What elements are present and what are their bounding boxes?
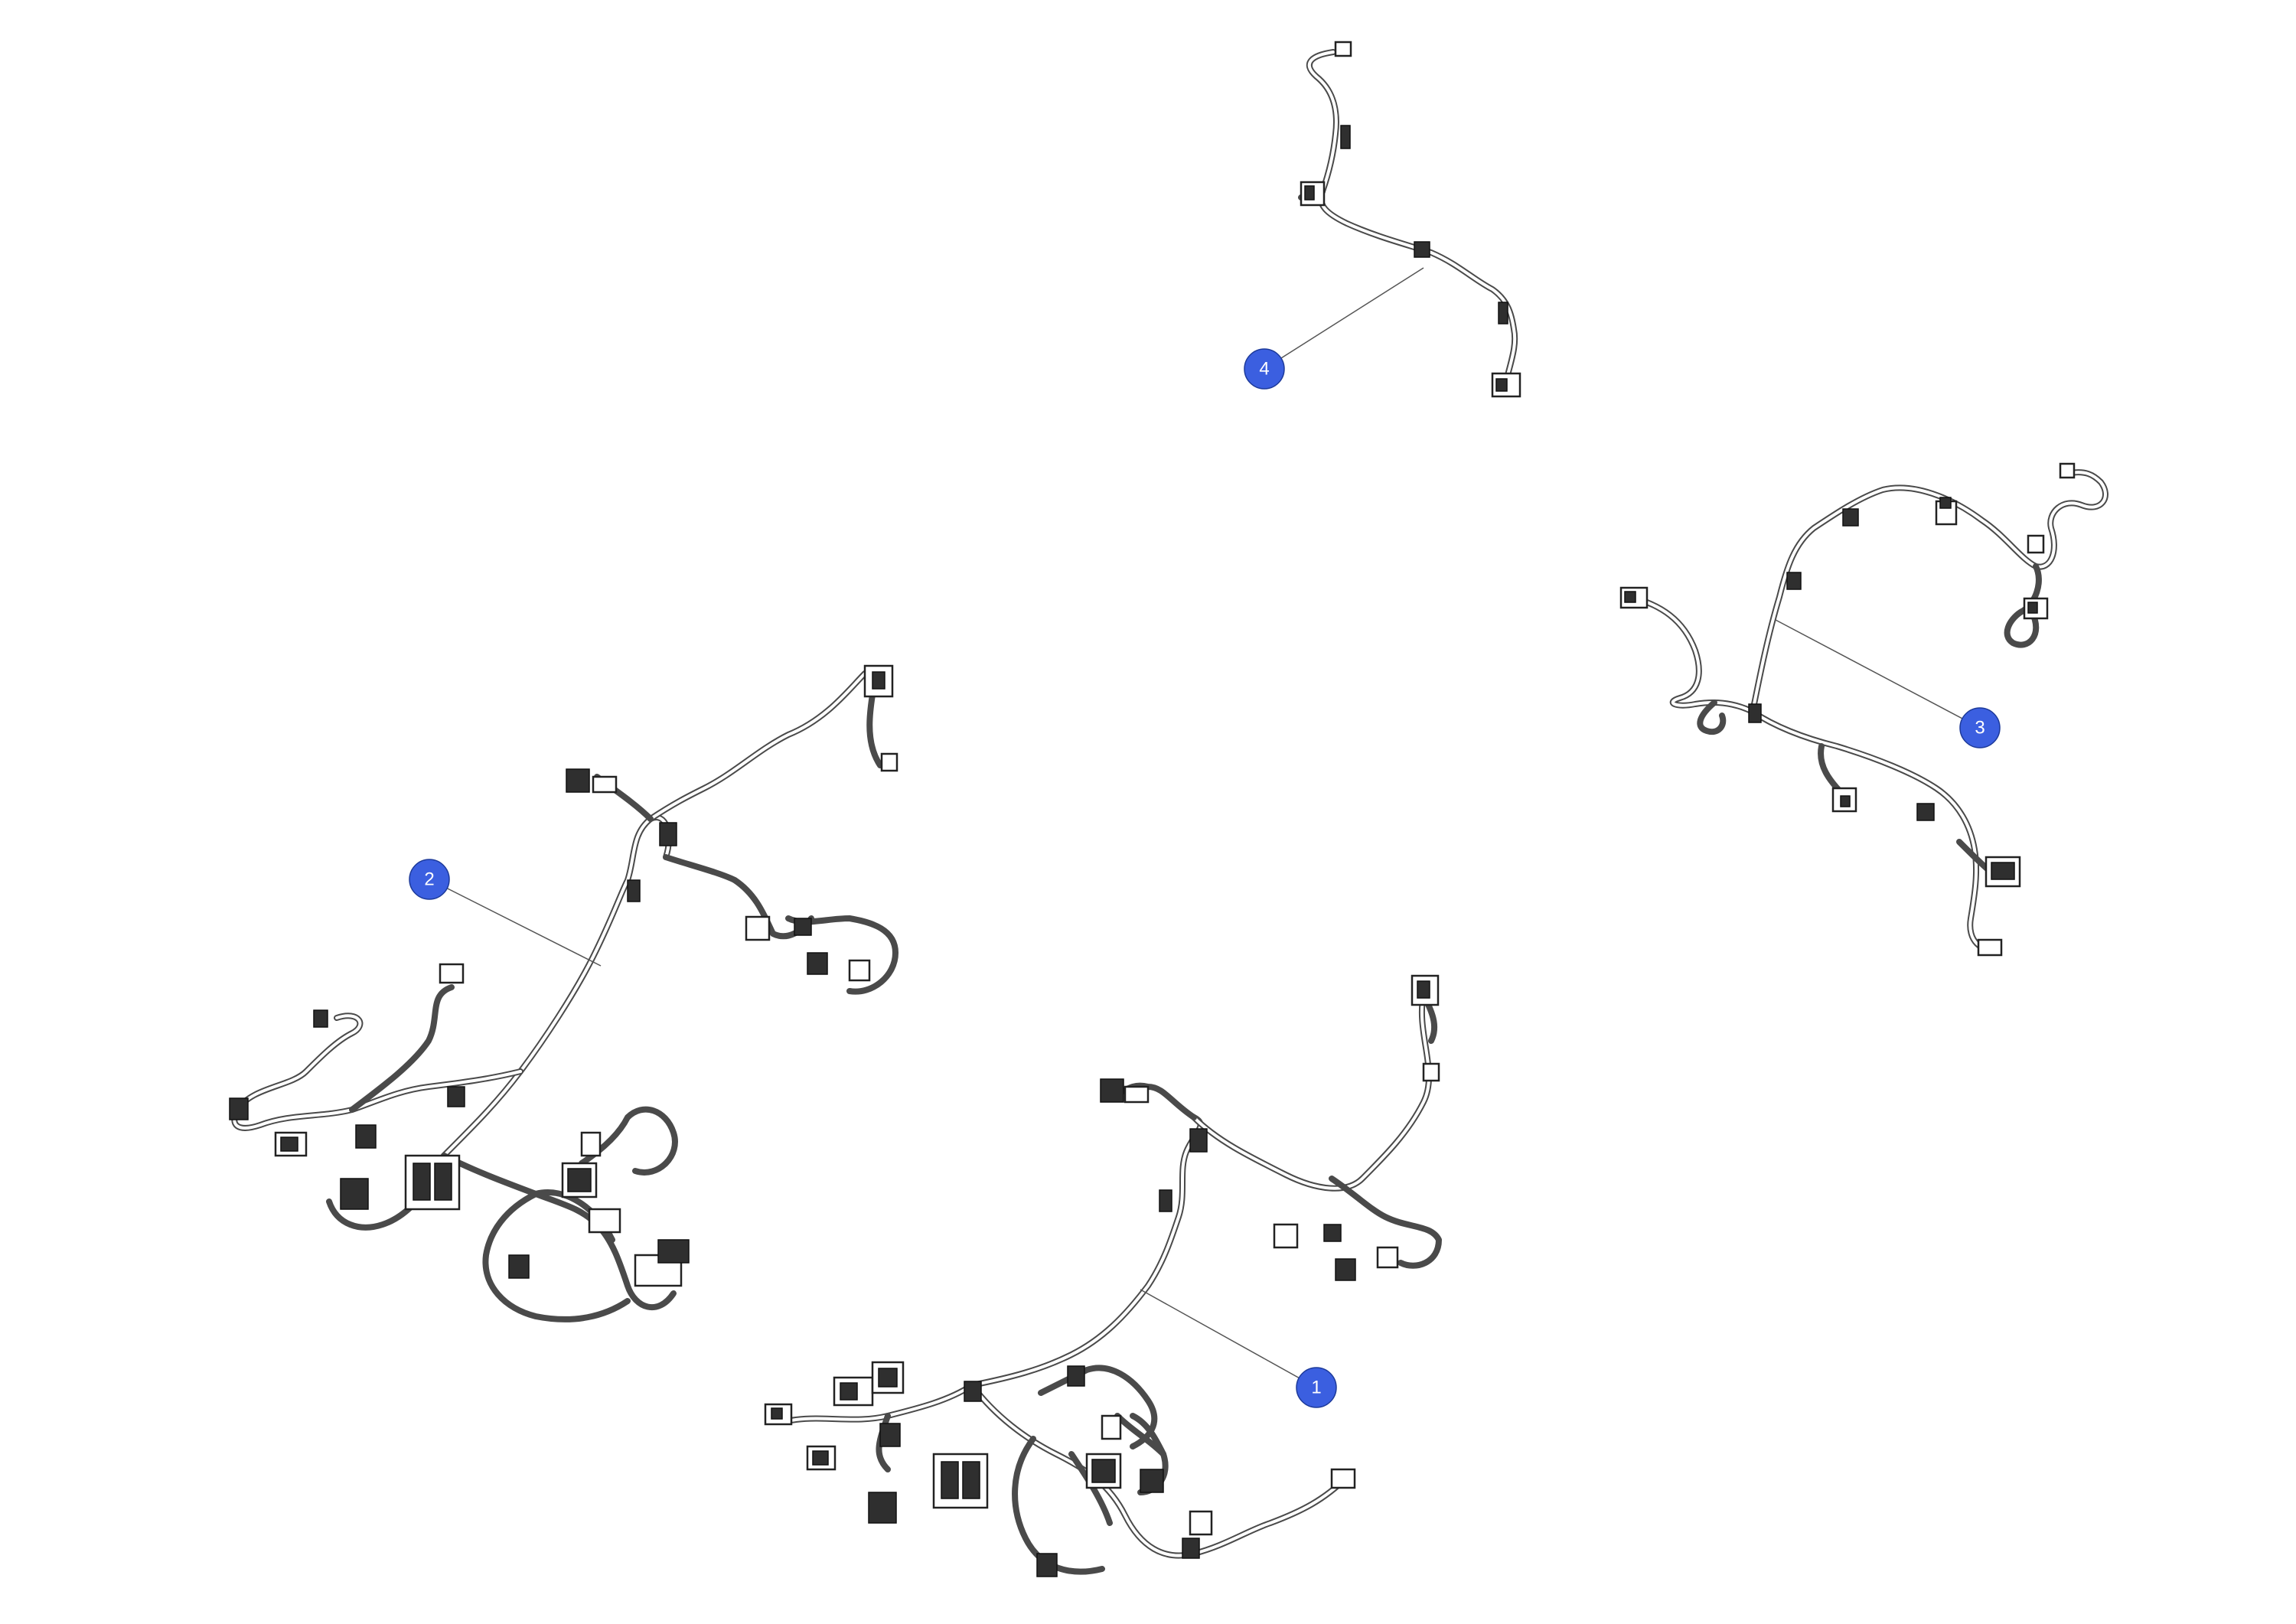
connector-clip: [1189, 1128, 1208, 1153]
connector: [807, 952, 828, 975]
connector: [1977, 938, 2003, 957]
connector-clip: [964, 1381, 982, 1402]
callout-label: 2: [424, 869, 434, 890]
connector: [806, 1445, 837, 1471]
connector: [868, 1492, 897, 1524]
callout-2: [409, 859, 450, 900]
connector-clip: [1340, 125, 1351, 149]
harness-3: [1619, 462, 2108, 957]
callout-3: [1959, 707, 2001, 748]
callout-1: [1296, 1367, 1337, 1408]
connector: [1189, 1510, 1213, 1536]
connector: [566, 768, 590, 793]
connector: [1124, 1085, 1150, 1104]
connector: [313, 1009, 328, 1028]
harness-4: [1298, 41, 1521, 398]
connector: [657, 1239, 690, 1264]
leader-line: [1140, 1289, 1316, 1388]
connector-clip: [1323, 1224, 1342, 1242]
connector: [508, 1254, 530, 1279]
connector: [2027, 534, 2045, 554]
connector: [1140, 1469, 1164, 1493]
connector-clip: [447, 1086, 465, 1107]
connector: [745, 915, 771, 941]
leader-line: [1775, 619, 1979, 728]
connector: [2059, 462, 2076, 479]
connector-clip: [659, 822, 677, 846]
connector-clip: [627, 879, 641, 902]
leader-line: [430, 879, 602, 967]
connector: [439, 963, 465, 984]
connector-clip: [1916, 803, 1935, 821]
connector: [588, 1208, 621, 1234]
connector: [1376, 1246, 1399, 1269]
callout-label: 4: [1259, 359, 1269, 380]
callout-label: 3: [1975, 718, 1985, 739]
leader-line: [1266, 267, 1424, 368]
connector-clip: [1498, 302, 1508, 324]
connector: [880, 752, 899, 772]
connector: [1334, 41, 1352, 57]
connector: [848, 959, 871, 982]
connector: [1335, 1258, 1356, 1281]
connector: [340, 1178, 369, 1210]
connector-clip: [1182, 1538, 1200, 1559]
connector: [1422, 1062, 1440, 1082]
connector: [1100, 1078, 1124, 1103]
connector: [1273, 1223, 1299, 1249]
callout-group-3: 3: [1775, 619, 2001, 748]
connector: [1036, 1553, 1058, 1577]
connector: [863, 664, 894, 698]
callout-group-4: 4: [1244, 267, 1424, 390]
connector-clip: [1842, 508, 1859, 527]
harness-1: [764, 974, 1442, 1577]
callout-group-2: 2: [409, 859, 602, 967]
connector: [580, 1131, 602, 1157]
callout-4: [1244, 348, 1285, 390]
connector-clip: [1748, 703, 1762, 723]
connector-clip: [1786, 572, 1802, 590]
connector-clip: [1067, 1365, 1085, 1387]
connector-clip: [1414, 241, 1430, 258]
connector: [355, 1124, 377, 1149]
connector: [1101, 1414, 1122, 1440]
callout-group-1: 1: [1140, 1289, 1337, 1408]
connector: [1330, 1468, 1356, 1489]
connector: [229, 1097, 249, 1120]
connector: [879, 1423, 901, 1447]
connector: [592, 775, 618, 794]
callout-label: 1: [1311, 1378, 1321, 1398]
harness-2: [229, 664, 899, 1322]
connector-clip: [1159, 1189, 1172, 1212]
connector-clip: [794, 918, 812, 936]
